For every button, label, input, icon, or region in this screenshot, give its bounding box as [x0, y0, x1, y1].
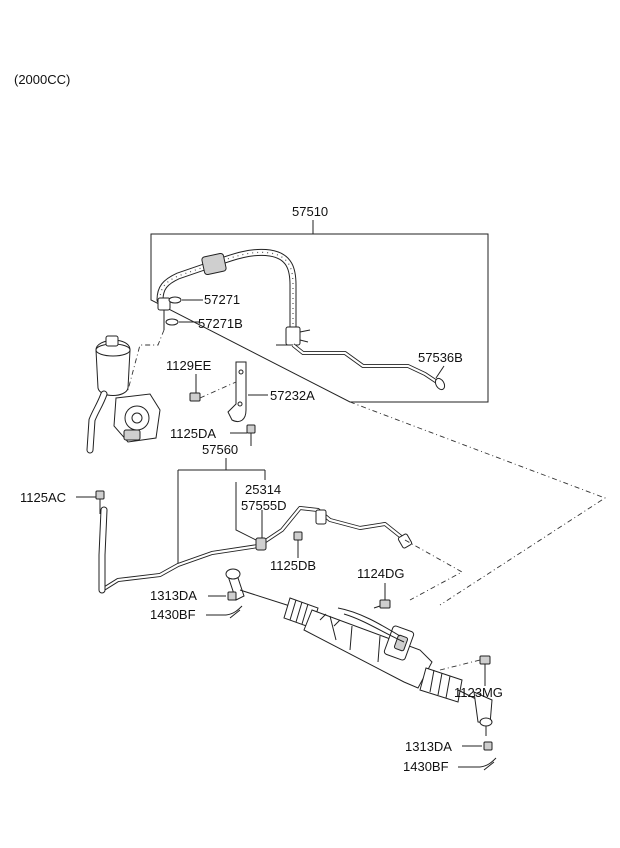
cotter-pin-1430BF-right: [479, 757, 497, 771]
connection-leader: [349, 401, 606, 606]
bolt-1125DA: [246, 424, 256, 434]
part-label-1430BF-left: 1430BF: [150, 607, 196, 622]
part-label-57271: 57271: [204, 292, 240, 307]
fasteners-right: [458, 741, 497, 771]
hose-banjo-fitting: [157, 297, 171, 311]
oil-pump-and-reservoir: [86, 329, 165, 454]
bolt-1129EE: [189, 392, 201, 402]
steering-gear-box: [225, 568, 493, 736]
o-ring-57536B: [434, 377, 446, 391]
part-label-57232A: 57232A: [270, 388, 315, 403]
return-hose-group: [76, 458, 463, 601]
part-label-1129EE: 1129EE: [166, 358, 212, 373]
hose-bracket-57232A: [227, 361, 247, 423]
washer-57271: [168, 296, 182, 304]
part-label-1313DA-right: 1313DA: [405, 739, 452, 754]
washer-57271B: [165, 318, 179, 326]
bolt-1125DB: [293, 531, 303, 541]
bolt-1125AC: [95, 490, 105, 500]
fasteners-left: [206, 591, 243, 619]
engine-spec-label: (2000CC): [14, 72, 70, 87]
nut-1313DA-left: [227, 591, 237, 601]
bolt-1124DG: [379, 599, 391, 609]
part-label-1125DB: 1125DB: [270, 558, 316, 573]
part-label-1125AC: 1125AC: [20, 490, 66, 505]
part-label-57271B: 57271B: [198, 316, 243, 331]
part-label-1430BF-right: 1430BF: [403, 759, 449, 774]
part-label-57560: 57560: [202, 442, 238, 457]
part-label-1123MG: 1123MG: [454, 685, 503, 700]
rack-housing: [303, 609, 433, 689]
pressure-hose-group: [150, 220, 489, 403]
nut-1313DA-right: [483, 741, 493, 751]
part-label-57510: 57510: [292, 204, 328, 219]
clamp-57555D: [255, 537, 267, 551]
hose-crimp-fitting: [201, 252, 227, 276]
part-label-25314: 25314: [245, 482, 281, 497]
bolt-1123MG: [479, 655, 491, 665]
part-label-57555D: 57555D: [241, 498, 287, 513]
cotter-pin-1430BF-left: [225, 605, 243, 619]
group-bracket-frame: [150, 233, 489, 403]
part-label-1124DG: 1124DG: [357, 566, 404, 581]
part-label-57536B: 57536B: [418, 350, 463, 365]
bracket-57232A-group: [189, 361, 268, 446]
part-label-1313DA-left: 1313DA: [150, 588, 197, 603]
part-label-1125DA: 1125DA: [170, 426, 216, 441]
